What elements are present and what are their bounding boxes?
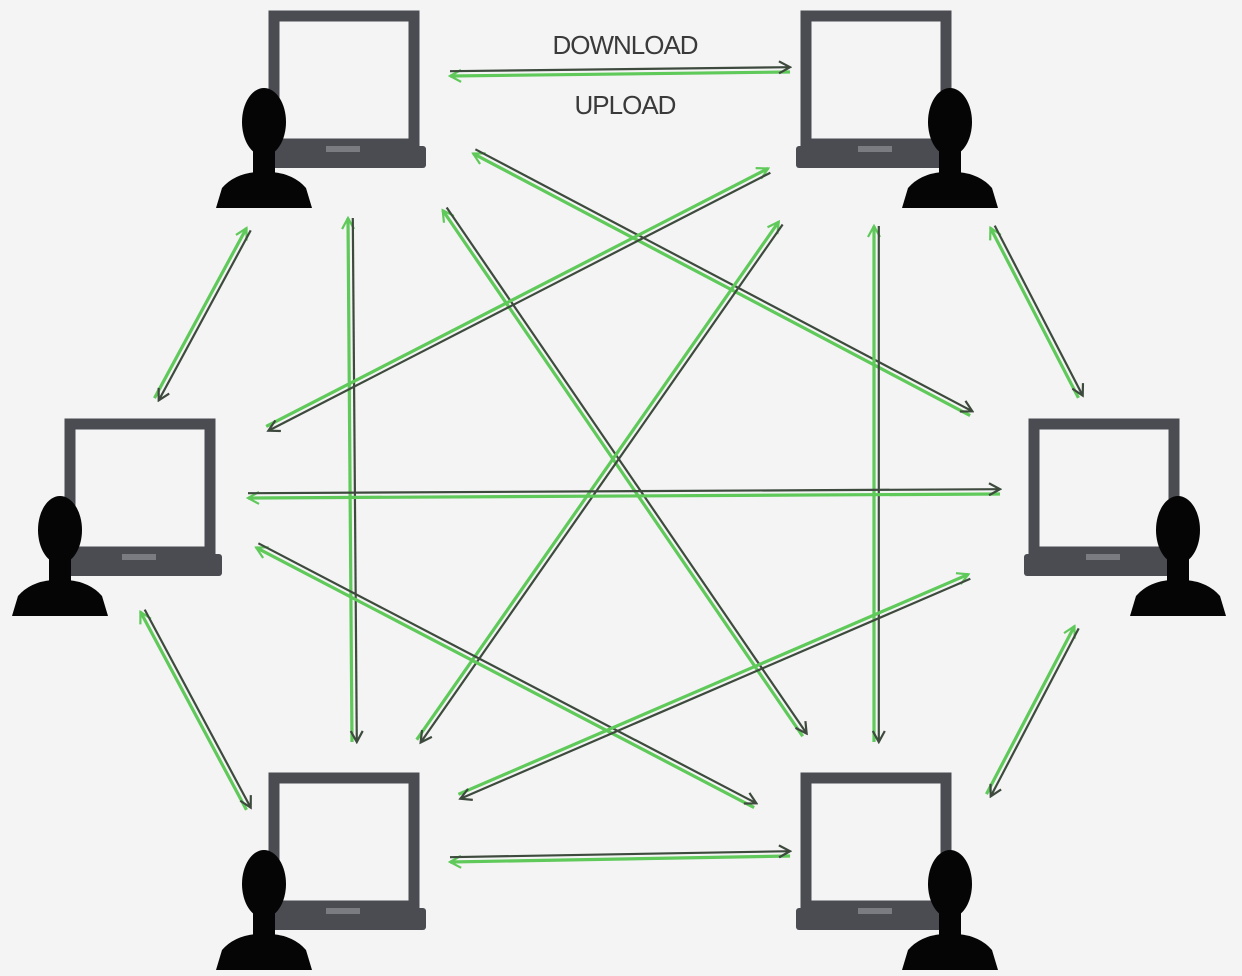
- user-icon: [902, 850, 998, 970]
- upload-arrow: [348, 218, 352, 743]
- upload-arrow: [457, 574, 968, 796]
- connection-top-right-mid-left: [265, 167, 771, 431]
- laptop-icon: [796, 10, 958, 168]
- user-icon: [216, 850, 312, 970]
- upload-arrow: [450, 72, 791, 76]
- download-arrow: [474, 148, 972, 411]
- upload-arrow: [441, 210, 805, 738]
- nodes: [12, 10, 1226, 970]
- user-icon: [216, 88, 312, 208]
- connection-top-left-bottom-left: [348, 218, 357, 742]
- connection-bottom-left-bottom-right: [450, 851, 790, 862]
- connection-mid-left-bottom-right: [256, 542, 756, 809]
- download-label: DOWNLOAD: [552, 30, 697, 60]
- connection-mid-left-bottom-left: [139, 609, 251, 811]
- upload-arrow: [450, 854, 791, 862]
- upload-arrow: [473, 152, 971, 417]
- connection-top-left-mid-right: [473, 148, 972, 417]
- connection-top-right-bottom-left: [415, 222, 784, 743]
- upload-arrow: [248, 494, 1001, 498]
- connection-top-left-top-right: [450, 67, 790, 76]
- laptop-icon: [264, 10, 426, 168]
- upload-label: UPLOAD: [575, 90, 676, 120]
- upload-arrow: [265, 167, 768, 428]
- laptop-icon: [60, 418, 222, 576]
- connection-mid-left-mid-right: [248, 489, 1000, 498]
- connection-top-right-bottom-right: [874, 226, 879, 742]
- connection-top-left-mid-left: [153, 228, 252, 400]
- upload-arrow: [153, 228, 248, 399]
- download-arrow: [991, 627, 1080, 796]
- download-arrow: [268, 171, 771, 431]
- node-bottom-left: [216, 772, 426, 970]
- node-mid-right: [1024, 418, 1226, 616]
- download-arrow: [353, 217, 357, 742]
- download-arrow: [247, 489, 1000, 493]
- node-top-right: [796, 10, 998, 208]
- upload-arrow: [989, 228, 1080, 399]
- download-arrow: [460, 577, 971, 799]
- connections: [139, 67, 1083, 862]
- laptop-icon: [796, 772, 958, 930]
- user-icon: [1130, 496, 1226, 616]
- upload-arrow: [985, 626, 1076, 795]
- download-arrow: [449, 851, 790, 857]
- download-arrow: [257, 542, 756, 803]
- node-top-left: [216, 10, 426, 208]
- download-arrow: [449, 67, 790, 71]
- connection-top-left-bottom-right: [441, 206, 807, 738]
- connection-top-right-mid-right: [989, 225, 1083, 399]
- connection-mid-right-bottom-right: [985, 626, 1080, 796]
- download-arrow: [445, 206, 807, 734]
- node-bottom-right: [796, 772, 998, 970]
- node-mid-left: [12, 418, 222, 616]
- download-arrow: [421, 223, 784, 742]
- download-arrow: [993, 225, 1083, 396]
- laptop-icon: [1024, 418, 1186, 576]
- download-arrow: [143, 609, 251, 808]
- upload-arrow: [139, 612, 248, 811]
- user-icon: [902, 88, 998, 208]
- upload-arrow: [256, 546, 755, 809]
- user-icon: [12, 496, 108, 616]
- download-arrow: [159, 229, 252, 400]
- upload-arrow: [415, 222, 779, 741]
- connection-mid-right-bottom-left: [457, 574, 971, 799]
- laptop-icon: [264, 772, 426, 930]
